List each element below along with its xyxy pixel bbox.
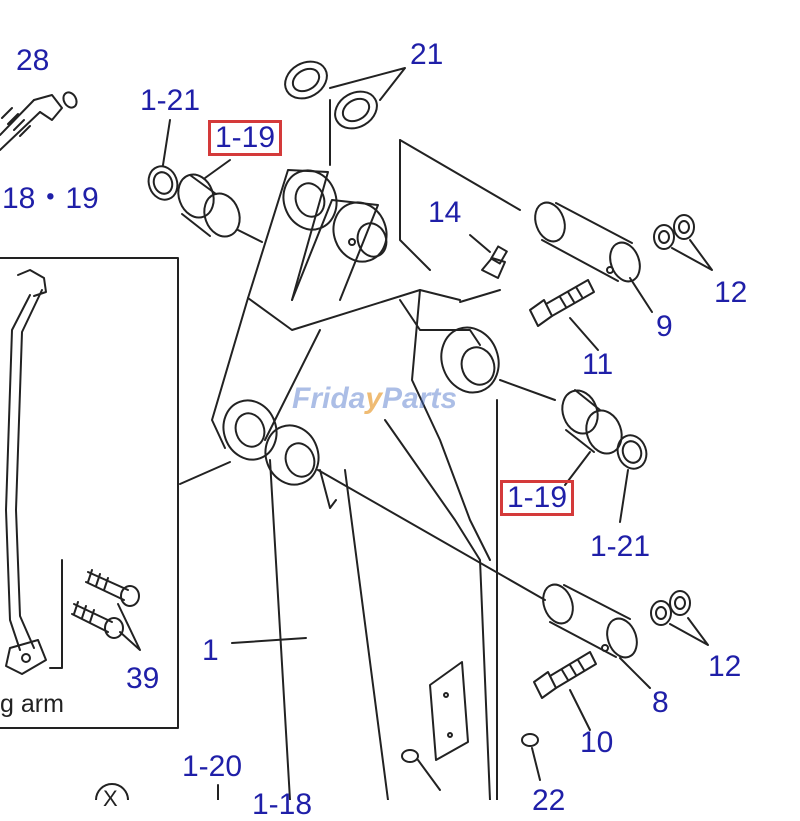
label-1-19-bottom-highlighted: 1-19: [500, 480, 575, 516]
label-18-19: 18・19: [2, 182, 99, 215]
label-39: 39: [126, 662, 160, 695]
label-22: 22: [532, 784, 566, 817]
label-1-20: 1-20: [182, 750, 243, 783]
nuts-12-bottom: [650, 590, 709, 646]
watermark-logo: FridayParts: [292, 382, 458, 415]
nuts-12-top: [653, 214, 713, 271]
label-21: 21: [410, 38, 444, 71]
arm-body: [211, 139, 521, 800]
bolt-10: [533, 651, 597, 731]
parts-diagram: 28 21 1-21 1-19 18・19 14 12 9 11 1-19 1-…: [0, 38, 748, 820]
label-12-bottom: 12: [708, 650, 742, 683]
washer-21-a: [284, 60, 328, 100]
bushing-1-19-top: [177, 173, 241, 238]
exploded-view-drawing: [0, 60, 713, 800]
washer-21-b: [334, 90, 378, 130]
ring-1-21-top: [147, 165, 179, 201]
label-11: 11: [582, 348, 614, 381]
label-1: 1: [202, 634, 219, 667]
label-10: 10: [580, 726, 614, 759]
circle-mark: X: [103, 786, 118, 811]
label-12-top: 12: [714, 276, 748, 309]
bushing-1-19-bottom: [561, 389, 623, 455]
label-1-21-top: 1-21: [140, 84, 201, 117]
name-plate: [401, 661, 541, 791]
ring-1-21-bottom: [616, 434, 648, 470]
label-14: 14: [428, 196, 462, 229]
hose-fitting: [0, 91, 78, 151]
inset-box: [0, 257, 179, 729]
label-1-21-bottom: 1-21: [590, 530, 651, 563]
label-1-18: 1-18: [252, 788, 313, 821]
label-8: 8: [652, 686, 669, 719]
inset-caption: g arm: [0, 690, 64, 718]
label-1-19-top-highlighted: 1-19: [208, 120, 283, 156]
pin-8: [317, 469, 651, 689]
grease-fitting-14: [469, 234, 508, 279]
pin-9: [534, 201, 653, 313]
label-28: 28: [16, 44, 50, 77]
bolt-11: [529, 279, 599, 351]
label-9: 9: [656, 310, 673, 343]
